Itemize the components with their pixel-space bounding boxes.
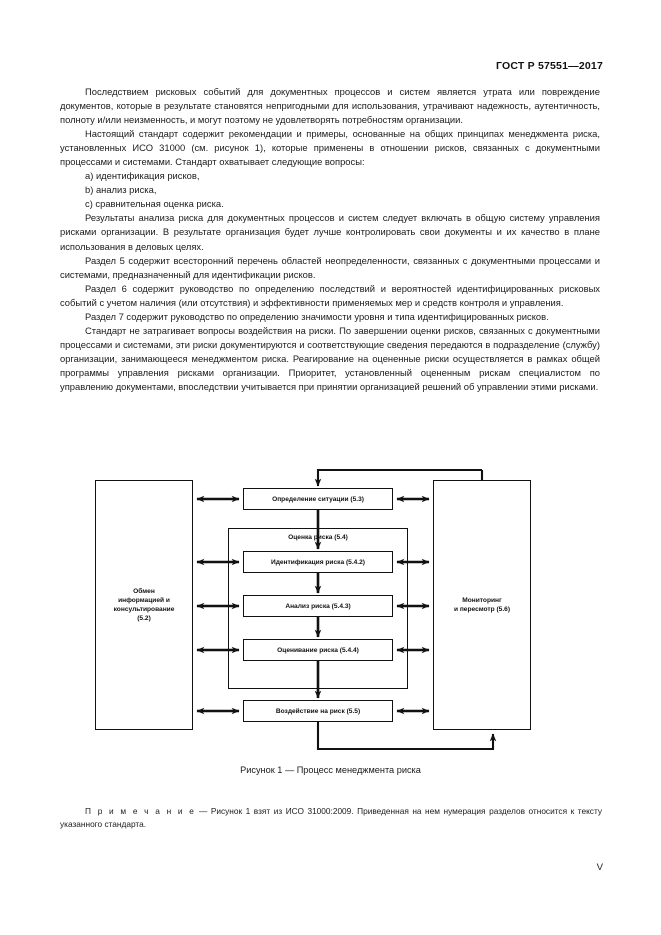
paragraph: Настоящий стандарт содержит рекомендации… xyxy=(60,128,600,168)
paragraph: Раздел 6 содержит руководство по определ… xyxy=(60,282,600,308)
note-block: П р и м е ч а н и е — Рисунок 1 взят из … xyxy=(60,805,602,830)
list-item: c) сравнительная оценка риска. xyxy=(85,198,224,210)
panel-communication-consultation: Обмен информацией и консультирование (5.… xyxy=(95,480,193,730)
page-number: V xyxy=(596,862,603,873)
panel-monitoring-review: Мониторинг и пересмотр (5.6) xyxy=(433,480,531,730)
risk-assessment-group-label: Оценка риска (5.4) xyxy=(288,534,348,541)
page-header-standard-id: ГОСТ Р 57551—2017 xyxy=(495,60,603,72)
list-item: b) анализ риска, xyxy=(85,184,157,196)
figure-connectors xyxy=(196,468,497,751)
process-box-risk-analysis: Анализ риска (5.4.3) xyxy=(243,595,393,617)
paragraph: Результаты анализа риска для документных… xyxy=(60,212,600,252)
body-text-block: Последствием рисковых событий для докуме… xyxy=(60,85,600,394)
note-paragraph: П р и м е ч а н и е — Рисунок 1 взят из … xyxy=(60,805,602,830)
process-box-risk-evaluation: Оценивание риска (5.4.4) xyxy=(243,639,393,661)
figure-risk-management-process: Обмен информацией и консультирование (5.… xyxy=(0,462,661,772)
risk-assessment-group-border xyxy=(228,528,408,689)
note-label: П р и м е ч а н и е xyxy=(85,806,196,816)
paragraph: Раздел 5 содержит всесторонний перечень … xyxy=(60,254,600,280)
paragraph: Стандарт не затрагивает вопросы воздейст… xyxy=(60,324,600,392)
paragraph: Последствием рисковых событий для докуме… xyxy=(60,86,600,126)
process-box-risk-treatment: Воздействие на риск (5.5) xyxy=(243,700,393,722)
note-text: Рисунок 1 взят из ИСО 31000:2009. Привед… xyxy=(60,806,602,829)
paragraph: Раздел 7 содержит руководство по определ… xyxy=(85,310,549,322)
figure-caption: Рисунок 1 — Процесс менеджмента риска xyxy=(240,765,421,775)
process-box-context-establishment: Определение ситуации (5.3) xyxy=(243,488,393,510)
figure-diagram: Обмен информацией и консультирование (5.… xyxy=(95,462,535,762)
process-box-risk-identification: Идентификация риска (5.4.2) xyxy=(243,551,393,573)
list-item: a) идентификация рисков, xyxy=(85,170,200,182)
note-dash: — xyxy=(195,806,211,816)
